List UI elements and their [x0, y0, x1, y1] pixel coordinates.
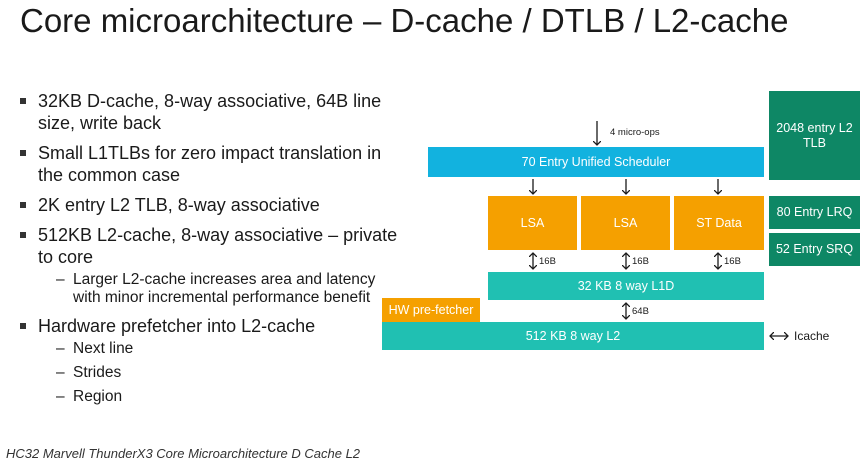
srq-box: 52 Entry SRQ — [769, 233, 860, 266]
icache-label: Icache — [794, 329, 830, 343]
unified-scheduler-box: 70 Entry Unified Scheduler — [428, 147, 764, 177]
bw-16b-label-2: 16B — [632, 256, 649, 267]
bullet-prefetcher-text: Hardware prefetcher into L2-cache — [38, 316, 316, 336]
st-data-box: ST Data — [674, 196, 764, 250]
micro-ops-label: 4 micro-ops — [610, 127, 660, 138]
bullet-l2cache: 512KB L2-cache, 8-way associative – priv… — [20, 224, 400, 307]
sub-bullet-next-line: Next line — [38, 340, 400, 358]
sub-bullet-strides: Strides — [38, 364, 400, 382]
bw-64b-label: 64B — [632, 306, 649, 317]
bullet-l2cache-sublist: Larger L2-cache increases area and laten… — [38, 271, 400, 307]
bullet-l2cache-text: 512KB L2-cache, 8-way associative – priv… — [38, 225, 398, 267]
bullet-l2tlb: 2K entry L2 TLB, 8-way associative — [20, 194, 400, 216]
sub-bullet-l2-size: Larger L2-cache increases area and laten… — [38, 271, 400, 307]
l2-tlb-box: 2048 entry L2 TLB — [769, 91, 860, 180]
lrq-box: 80 Entry LRQ — [769, 196, 860, 229]
slide-title: Core microarchitecture – D-cache / DTLB … — [20, 2, 789, 39]
bw-16b-label-1: 16B — [539, 256, 556, 267]
lsa-box-1: LSA — [488, 196, 577, 250]
bullet-dcache: 32KB D-cache, 8-way associative, 64B lin… — [20, 90, 400, 134]
bullet-list: 32KB D-cache, 8-way associative, 64B lin… — [20, 90, 400, 414]
bw-16b-label-3: 16B — [724, 256, 741, 267]
bullet-l1tlb: Small L1TLBs for zero impact translation… — [20, 142, 400, 186]
bullet-prefetcher: Hardware prefetcher into L2-cache Next l… — [20, 315, 400, 406]
l1d-cache-box: 32 KB 8 way L1D — [488, 272, 764, 300]
sub-bullet-region: Region — [38, 388, 400, 406]
lsa-box-2: LSA — [581, 196, 670, 250]
bullet-prefetcher-sublist: Next line Strides Region — [38, 340, 400, 406]
hw-prefetcher-box: HW pre-fetcher — [382, 298, 480, 322]
image-caption: HC32 Marvell ThunderX3 Core Microarchite… — [6, 446, 361, 461]
l2-cache-box: 512 KB 8 way L2 — [382, 322, 764, 350]
